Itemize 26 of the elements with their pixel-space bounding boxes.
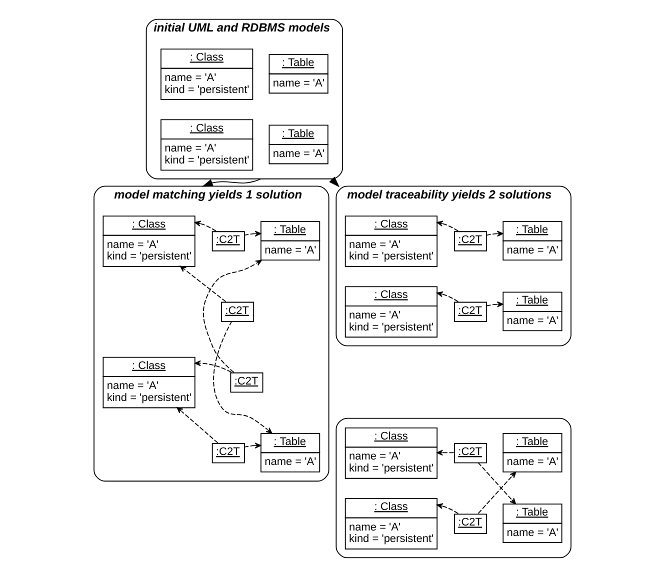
node-box: :C2T [454,231,487,252]
node-box: :C2T [454,514,487,534]
arrow [194,360,232,373]
arrow [212,320,272,434]
arrow [202,260,262,373]
arrow [436,291,458,302]
node-box: :C2T [211,231,244,252]
arrow [201,178,261,187]
arrow [179,266,226,302]
node-box: :C2T [454,443,487,464]
arrow [243,442,261,449]
arrow [243,230,261,237]
arrow [436,450,454,456]
node-box: :C2T [230,372,263,393]
node-box: :C2T [454,302,487,322]
arrow [436,220,458,232]
arrow [477,472,516,514]
arrow [436,503,458,514]
cluster [335,418,571,558]
node-box: :C2T [220,302,254,322]
arrow [194,220,216,232]
arrow [485,301,503,308]
arrow [485,230,503,237]
node-box: :C2T [211,443,244,464]
arrow [477,462,516,504]
arrow [176,406,218,444]
